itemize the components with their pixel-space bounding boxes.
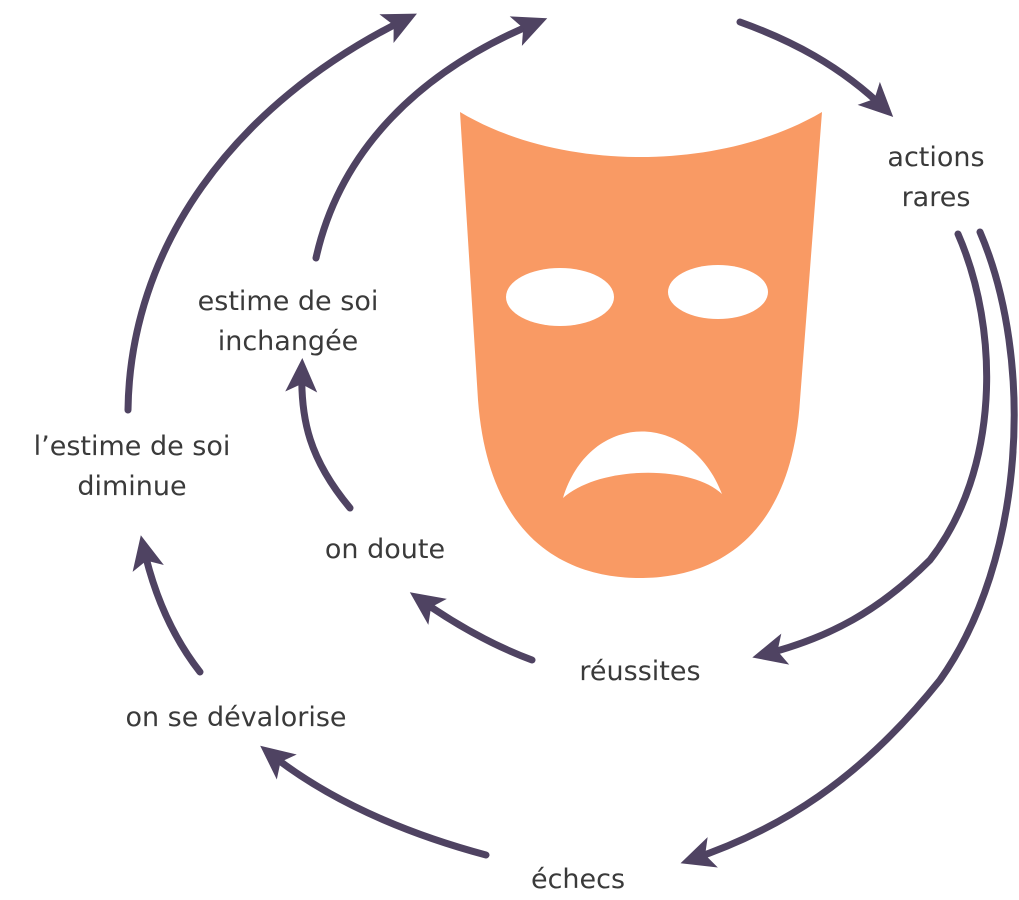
label-estime-diminue-line2: diminue: [77, 471, 187, 502]
arrow-icon: [379, 13, 417, 43]
arrow-echecs-to-devalorise: [264, 748, 490, 859]
label-estime-diminue-line1: l’estime de soi: [33, 431, 231, 462]
label-actions-rares-line1: actions: [887, 142, 985, 173]
arrows-group: [124, 13, 1018, 868]
arrow-actions-to-reussites: [758, 230, 991, 659]
arrow-top-to-actions: [736, 18, 890, 114]
arrow-icon: [680, 837, 718, 868]
label-estime-diminue: l’estime de soi diminue: [34, 427, 231, 507]
arrow-icon: [509, 16, 548, 46]
label-on-doute: on doute: [324, 534, 446, 565]
arrow-doute-to-estime-inchangee: [298, 364, 354, 512]
arrow-icon: [857, 81, 894, 117]
arrow-actions-to-echecs: [686, 228, 1018, 864]
label-actions-rares-line2: rares: [901, 182, 971, 213]
sad-theatre-mask-icon: [460, 112, 822, 578]
label-echecs: échecs: [530, 864, 626, 895]
label-estime-inchangee-line2: inchangée: [217, 326, 359, 357]
arrow-icon: [285, 358, 318, 393]
arrow-icon: [409, 592, 447, 625]
arrow-diminue-to-top: [124, 14, 412, 414]
mask-right-eye: [668, 265, 768, 319]
label-reussites: réussites: [579, 656, 701, 687]
mask-frown: [563, 431, 722, 498]
mask-shape: [460, 112, 822, 578]
label-estime-inchangee-line1: estime de soi: [197, 286, 379, 317]
label-actions-rares: actions rares: [887, 138, 984, 218]
arrow-devalorise-to-diminue: [139, 541, 204, 676]
label-on-se-devalorise: on se dévalorise: [125, 702, 347, 733]
arrow-icon: [260, 745, 297, 780]
arrow-reussites-to-doute: [414, 594, 536, 664]
mask-left-eye: [506, 268, 614, 326]
arrow-estime-inchangee-to-top: [312, 18, 542, 262]
arrow-icon: [132, 535, 164, 572]
arrow-icon: [752, 633, 790, 665]
label-estime-inchangee: estime de soi inchangée: [198, 282, 379, 362]
